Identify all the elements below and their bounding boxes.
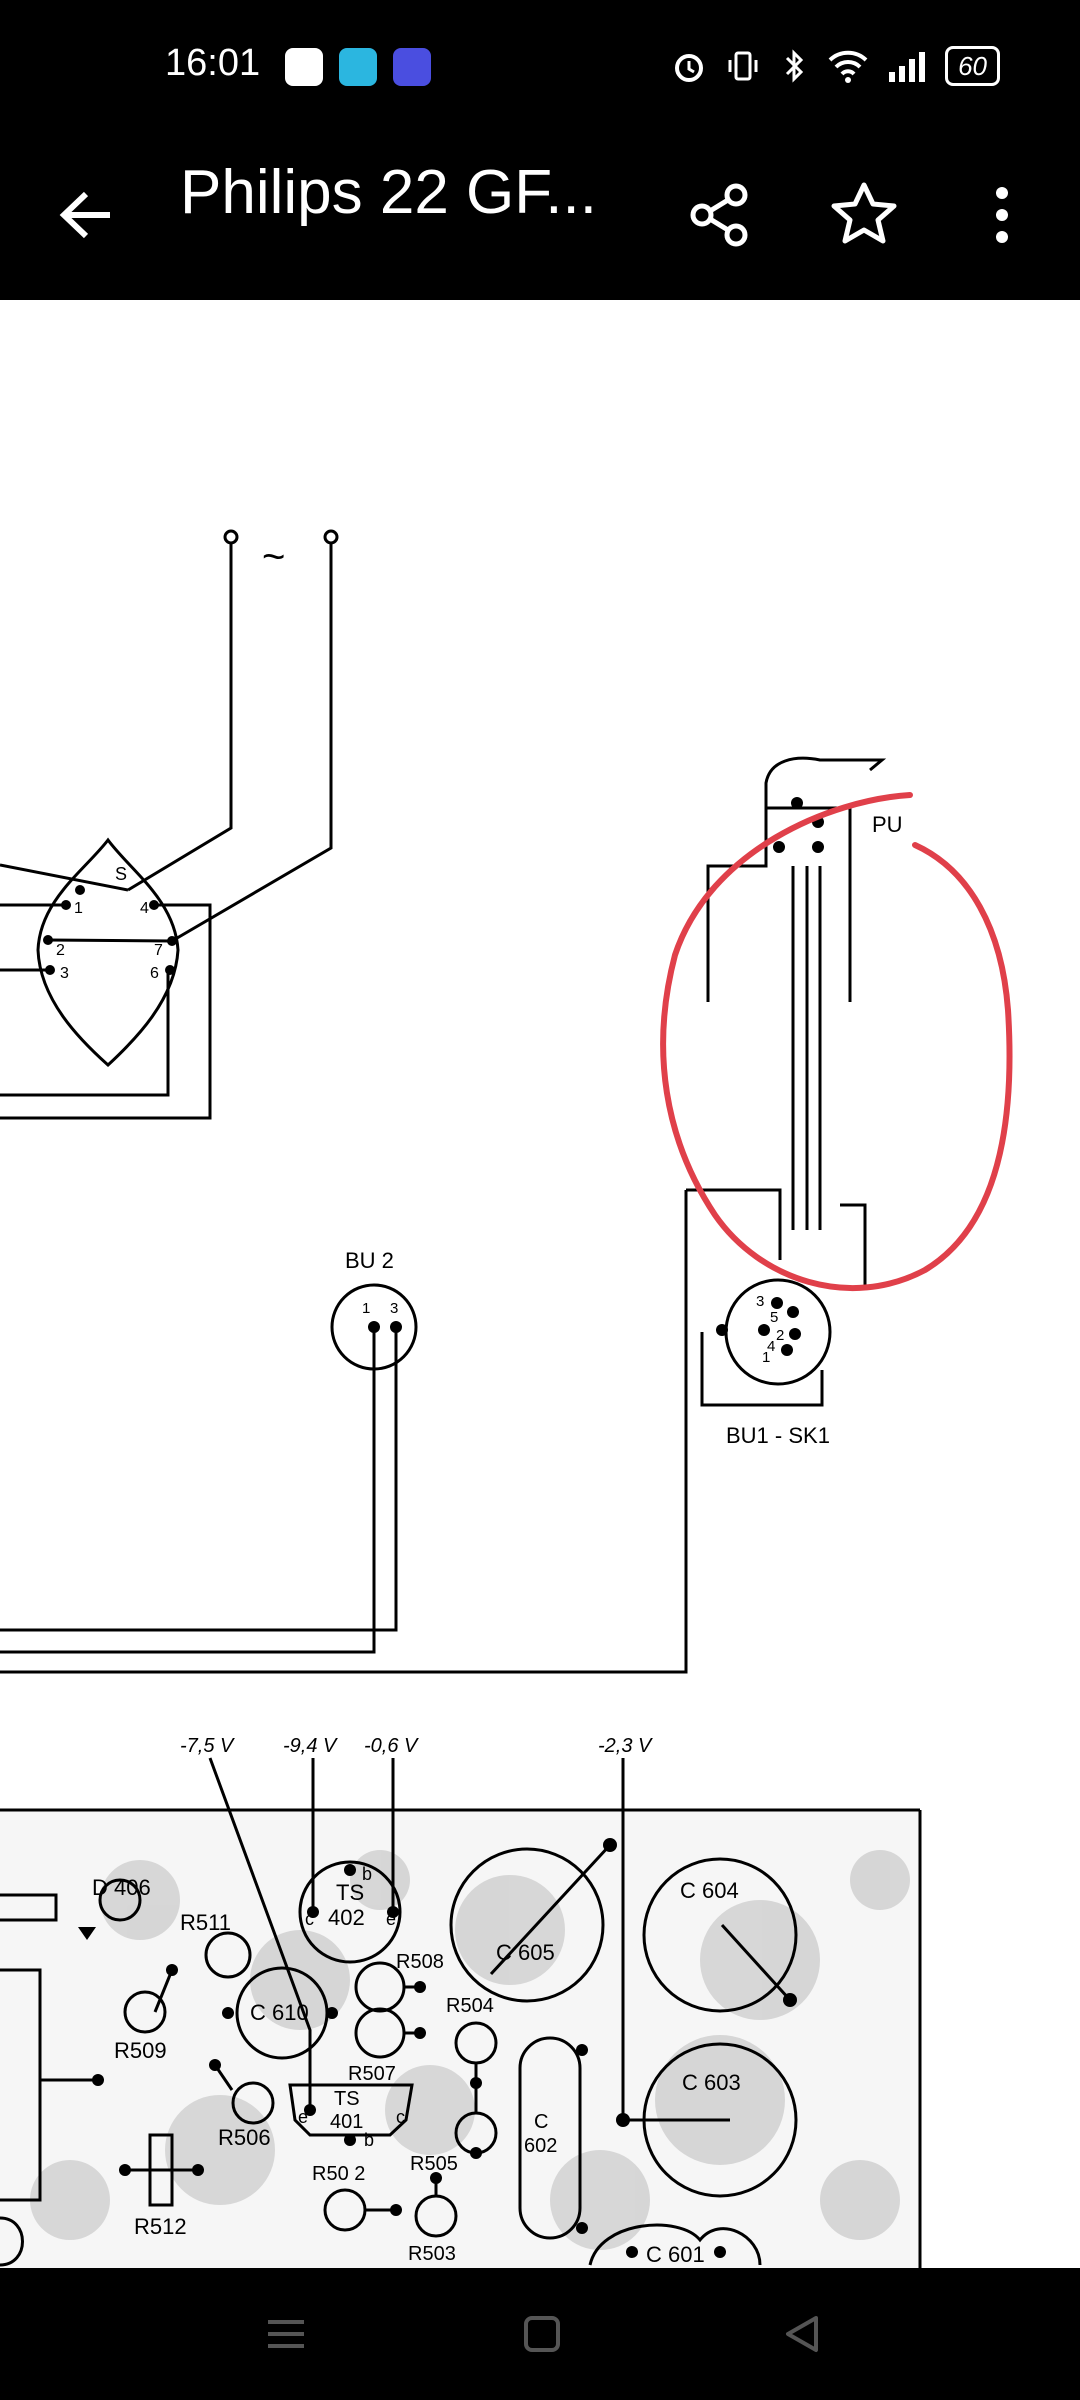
share-icon[interactable] bbox=[680, 175, 760, 255]
c610-label: C 610 bbox=[250, 2000, 309, 2025]
pin-7-label: 7 bbox=[154, 942, 163, 959]
voltage-label-4: -2,3 V bbox=[598, 1735, 653, 1757]
pin-1-label: 1 bbox=[74, 900, 83, 917]
star-icon[interactable] bbox=[824, 175, 904, 255]
c605-label: C 605 bbox=[496, 1940, 555, 1965]
weather-app-icon bbox=[393, 48, 431, 86]
c604-label: C 604 bbox=[680, 1878, 739, 1903]
ts402-pin-c: c bbox=[305, 1909, 314, 1929]
c602-label-top: C bbox=[534, 2111, 548, 2133]
pin-2-label: 2 bbox=[56, 942, 65, 959]
bu1-label: BU1 - SK1 bbox=[726, 1423, 830, 1448]
ts401-number: 401 bbox=[330, 2111, 363, 2133]
back-arrow-icon[interactable] bbox=[52, 180, 122, 250]
battery-icon: 60 bbox=[945, 46, 1000, 86]
pin-4-label: 4 bbox=[140, 900, 149, 917]
c601-label: C 601 bbox=[646, 2242, 705, 2267]
ts402-pin-e: e bbox=[386, 1909, 396, 1929]
back-icon[interactable] bbox=[774, 2306, 830, 2362]
alarm-icon bbox=[675, 54, 704, 82]
ts401-pin-c: c bbox=[396, 2107, 405, 2127]
bluetooth-icon bbox=[786, 49, 804, 83]
app-toolbar: Philips 22 GF... bbox=[0, 135, 1080, 300]
pin-s-label: S bbox=[115, 864, 127, 884]
c602-label-bottom: 602 bbox=[524, 2135, 557, 2157]
r502-label: R50 2 bbox=[312, 2163, 365, 2185]
bu1-pin-4: 4 bbox=[767, 1338, 775, 1355]
r503-label: R503 bbox=[408, 2243, 456, 2265]
notes-app-icon bbox=[285, 48, 323, 86]
bu2-pin-3: 3 bbox=[390, 1300, 398, 1317]
bu2-pin-1: 1 bbox=[362, 1300, 370, 1317]
game-app-icon bbox=[339, 48, 377, 86]
bu1-pin-5: 5 bbox=[770, 1309, 778, 1326]
voltage-label-3: -0,6 V bbox=[364, 1735, 419, 1757]
voltage-label-2: -9,4 V bbox=[283, 1735, 338, 1757]
clock: 16:01 bbox=[165, 42, 261, 84]
r509-label: R509 bbox=[114, 2038, 167, 2063]
bu2-label: BU 2 bbox=[345, 1248, 394, 1273]
r507-label: R507 bbox=[348, 2063, 396, 2085]
tilde-label: ~ bbox=[262, 535, 285, 579]
more-vert-icon[interactable] bbox=[962, 175, 1042, 255]
recents-icon[interactable] bbox=[258, 2306, 314, 2362]
r511-label: R511 bbox=[180, 1910, 231, 1935]
pcb-layout: -7,5 V -9,4 V -0,6 V -2,3 V D 406 R511 T… bbox=[0, 1735, 922, 2268]
ts401-pin-b: b bbox=[364, 2130, 374, 2150]
ts402-label: TS bbox=[336, 1880, 364, 1905]
signal-icon bbox=[889, 52, 926, 82]
r505-label: R505 bbox=[410, 2153, 458, 2175]
pu-label: PU bbox=[872, 812, 903, 837]
notification-icons bbox=[285, 48, 431, 86]
bu1-pin-3: 3 bbox=[756, 1293, 764, 1310]
status-bar: 16:01 60 bbox=[0, 0, 1080, 135]
ts402-pin-b: b bbox=[362, 1864, 372, 1884]
wifi-icon bbox=[828, 50, 868, 83]
r508-label: R508 bbox=[396, 1951, 444, 1973]
ts401-label: TS bbox=[334, 2088, 360, 2110]
d406-label: D 406 bbox=[92, 1875, 151, 1900]
pin-6-label: 6 bbox=[150, 965, 159, 982]
bu1-pin-1: 1 bbox=[762, 1349, 770, 1366]
system-navigation-bar bbox=[0, 2268, 1080, 2400]
c603-label: C 603 bbox=[682, 2070, 741, 2095]
ts401-pin-e: e bbox=[298, 2107, 308, 2127]
r506-label: R506 bbox=[218, 2125, 271, 2150]
pin-3-label: 3 bbox=[60, 965, 69, 982]
r504-label: R504 bbox=[446, 1995, 494, 2017]
document-title: Philips 22 GF... bbox=[180, 158, 597, 227]
ts402-number: 402 bbox=[328, 1905, 365, 1930]
document-viewer[interactable]: ~ S 1 2 3 4 7 6 PU BU 2 1 3 3 5 2 4 1 BU… bbox=[0, 300, 1080, 2268]
red-annotation-circle bbox=[660, 792, 1013, 1292]
voltage-label-1: -7,5 V bbox=[180, 1735, 235, 1757]
system-status: 60 bbox=[671, 46, 1000, 86]
bu1-pin-2: 2 bbox=[776, 1327, 784, 1344]
schematic-image: ~ S 1 2 3 4 7 6 PU BU 2 1 3 3 5 2 4 1 BU… bbox=[0, 529, 1013, 2268]
home-icon[interactable] bbox=[514, 2306, 570, 2362]
r512-label: R512 bbox=[134, 2214, 187, 2239]
vibrate-icon bbox=[728, 51, 758, 81]
